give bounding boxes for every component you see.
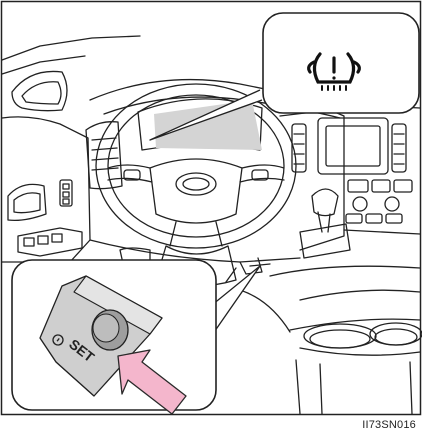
figure-reference-code: II73SN016 [362, 419, 416, 431]
